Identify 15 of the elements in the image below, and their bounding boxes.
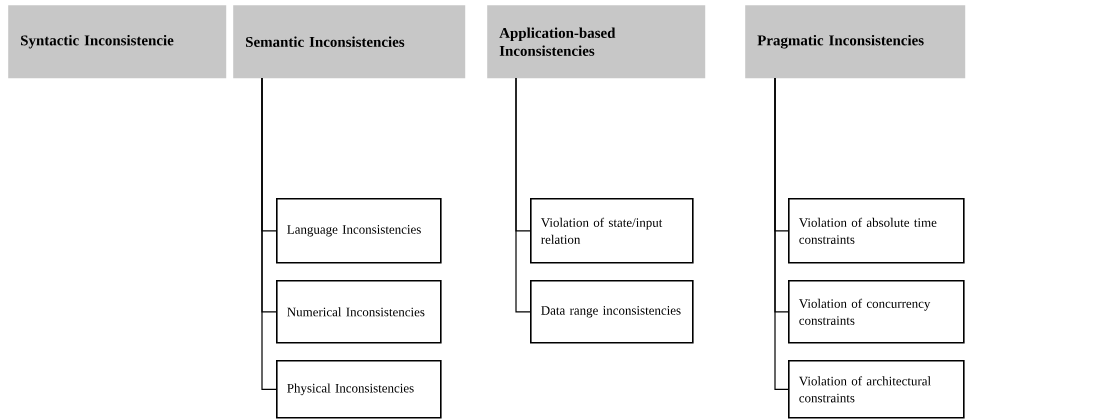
- category-header: Application-based Inconsistencies: [487, 5, 706, 79]
- category-header: Syntactic Inconsistencie: [8, 5, 227, 79]
- connector-line: [261, 77, 277, 390]
- category-box: Language Inconsistencies: [276, 198, 442, 264]
- category-header: Pragmatic Inconsistencies: [745, 5, 966, 79]
- category-box: Violation of state/input relation: [530, 198, 694, 264]
- category-box: Violation of absolute time constraints: [788, 198, 965, 264]
- connector-line: [774, 77, 789, 390]
- category-box: Violation of concurrency constraints: [788, 280, 965, 344]
- category-header: Semantic Inconsistencies: [233, 5, 466, 79]
- category-box: Violation of architectural constraints: [788, 360, 965, 419]
- category-box: Data range inconsistencies: [530, 280, 694, 344]
- connector-line: [515, 77, 531, 313]
- category-box: Physical Inconsistencies: [276, 360, 442, 419]
- category-box: Numerical Inconsistencies: [276, 280, 442, 344]
